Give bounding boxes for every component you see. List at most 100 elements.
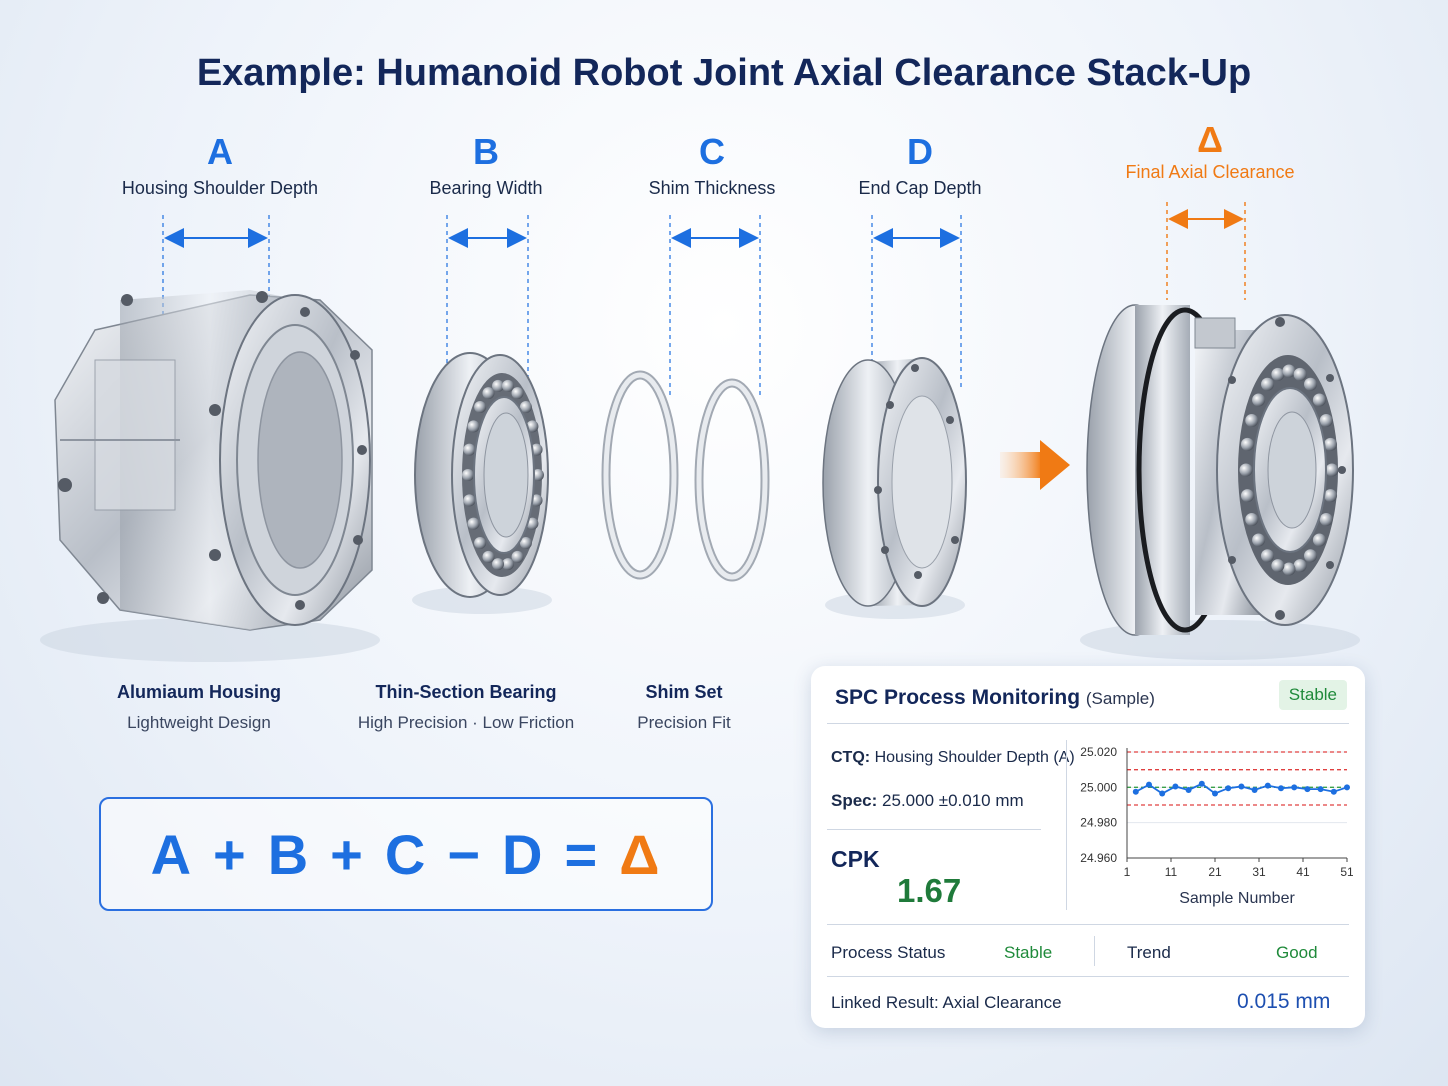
formula-plus-2: + — [330, 822, 365, 886]
x-tick-label: 51 — [1340, 865, 1353, 879]
divider — [827, 723, 1349, 724]
ball — [1245, 513, 1259, 526]
part-desc-shim: Precision Fit — [637, 713, 731, 732]
dim-name-b: Bearing Width — [429, 178, 543, 198]
linked-result-value: 0.015 mm — [1237, 990, 1331, 1013]
y-tick-label: 24.960 — [1080, 851, 1117, 865]
ball — [1319, 414, 1333, 427]
bearing-part — [412, 352, 552, 614]
data-point — [1185, 786, 1192, 793]
formula-delta: Δ — [619, 822, 662, 886]
status-badge: Stable — [1278, 680, 1347, 710]
ball — [474, 400, 487, 413]
ball — [532, 469, 544, 481]
ball — [1293, 559, 1307, 573]
ball — [501, 558, 514, 571]
data-point — [1159, 790, 1166, 797]
dim-name-c: Shim Thickness — [648, 178, 776, 198]
data-point — [1264, 782, 1271, 789]
divider — [1066, 740, 1067, 910]
data-point — [1251, 786, 1258, 793]
x-tick-label: 1 — [1124, 865, 1131, 879]
formula-b: B — [267, 822, 311, 886]
ball — [482, 550, 495, 563]
formula-d: D — [502, 822, 545, 886]
dim-label-delta: Δ Final Axial Clearance — [1090, 120, 1330, 183]
part-name-shim: Shim Set — [645, 682, 723, 702]
divider — [827, 976, 1349, 977]
ball — [467, 517, 480, 530]
ball — [1325, 463, 1339, 477]
part-name-bearing: Thin-Section Bearing — [375, 682, 557, 702]
ball — [1252, 393, 1266, 407]
dim-letter-c: C — [699, 131, 725, 172]
cpk-value: 1.67 — [897, 872, 962, 909]
ball — [1312, 533, 1326, 547]
dim-letter-delta: Δ — [1197, 119, 1223, 160]
assembly-arrow-icon — [1000, 440, 1070, 490]
part-desc-housing: Lightweight Design — [127, 713, 271, 732]
data-point — [1212, 790, 1218, 797]
shim-set-part — [601, 370, 770, 582]
bearing-balls — [462, 379, 544, 571]
y-tick-label: 24.980 — [1080, 816, 1117, 830]
ball — [1293, 367, 1307, 381]
ball — [1252, 533, 1266, 547]
ball — [463, 494, 476, 507]
divider — [827, 924, 1349, 925]
ball — [1282, 364, 1296, 378]
ball — [1324, 489, 1338, 503]
ball — [467, 420, 480, 433]
formula-a: A — [150, 822, 194, 886]
ctq-row: CTQ: Housing Shoulder Depth (A) — [831, 749, 1075, 767]
ball — [492, 379, 505, 392]
data-point — [1291, 784, 1298, 791]
ctq-value: Housing Shoulder Depth (A) — [874, 749, 1075, 766]
x-tick-label: 41 — [1296, 865, 1310, 879]
y-tick-label: 25.000 — [1080, 780, 1117, 794]
data-point — [1238, 783, 1245, 790]
process-status-label: Process Status — [831, 943, 946, 962]
ball — [492, 558, 505, 571]
ball — [511, 550, 524, 563]
process-status-value: Stable — [1004, 943, 1053, 962]
linked-result-label: Linked Result: Axial Clearance — [831, 993, 1062, 1012]
ball — [1239, 463, 1253, 477]
ball — [462, 469, 474, 481]
spc-title-text: SPC Process Monitoring — [835, 686, 1081, 709]
ball — [474, 537, 487, 550]
stackup-formula: A + B + C − D = Δ — [99, 797, 713, 911]
dim-label-a: A Housing Shoulder Depth — [100, 132, 340, 199]
data-point — [1304, 786, 1311, 793]
data-point — [1225, 785, 1232, 792]
formula-c: C — [384, 822, 428, 886]
divider — [1094, 936, 1095, 966]
ball — [1304, 377, 1317, 391]
ball — [1324, 437, 1338, 451]
ball — [511, 387, 524, 400]
ball — [1245, 414, 1259, 427]
data-point — [1172, 783, 1179, 790]
data-point — [1330, 788, 1337, 795]
spec-label: Spec: — [831, 791, 878, 810]
data-point — [1278, 785, 1284, 792]
spec-row: Spec: 25.000 ±0.010 mm — [831, 791, 1024, 811]
data-point — [1198, 780, 1205, 787]
x-axis-label: Sample Number — [1179, 890, 1295, 907]
part-label-housing: Alumiaum Housing Lightweight Design — [69, 682, 329, 733]
trend-label: Trend — [1127, 943, 1171, 962]
ball — [1240, 437, 1254, 451]
spec-value: 25.000 ±0.010 mm — [882, 791, 1024, 810]
joint-bearing-balls — [1239, 364, 1339, 576]
data-point — [1146, 781, 1152, 788]
spc-subtitle: (Sample) — [1085, 689, 1155, 708]
x-tick-label: 21 — [1208, 865, 1222, 879]
ball — [1304, 549, 1317, 563]
x-tick-label: 31 — [1252, 865, 1266, 879]
stackup-illustration — [40, 202, 1360, 662]
ball — [1261, 549, 1274, 563]
ball — [519, 400, 532, 413]
page-title: Example: Humanoid Robot Joint Axial Clea… — [196, 52, 1252, 94]
spc-panel: SPC Process Monitoring (Sample) Stable C… — [811, 666, 1365, 1028]
